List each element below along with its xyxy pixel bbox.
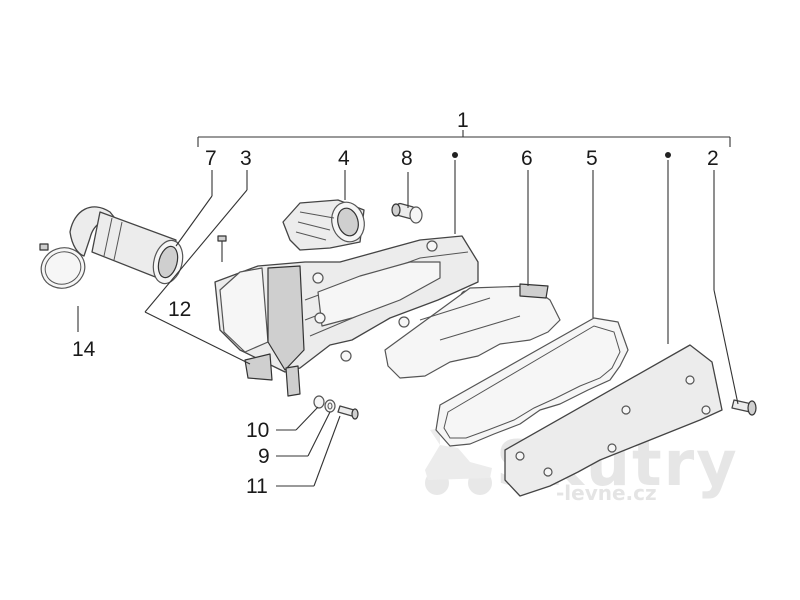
callout-2: 2 xyxy=(707,147,719,170)
callout-dot-right xyxy=(665,152,671,158)
part-7-intake-hose xyxy=(69,206,184,285)
callout-7: 7 xyxy=(205,147,217,170)
part-5-gasket xyxy=(435,317,629,447)
callout-dot-left xyxy=(452,152,458,158)
part-2-bolt xyxy=(731,399,757,416)
callout-12: 12 xyxy=(168,298,191,321)
part-filter-cover xyxy=(504,344,723,497)
part-11-bolt xyxy=(337,405,359,420)
leader-lines xyxy=(77,160,739,487)
callout-1: 1 xyxy=(457,109,469,132)
callout-4: 4 xyxy=(338,147,350,170)
callout-labels: 1 7 3 4 8 6 5 2 12 14 10 9 11 xyxy=(72,109,719,498)
assembly-bracket xyxy=(197,130,731,147)
part-10-washer xyxy=(313,395,325,409)
watermark-domain: -levne.cz xyxy=(556,481,657,505)
callout-6: 6 xyxy=(521,147,533,170)
callout-11: 11 xyxy=(246,475,268,498)
callout-9: 9 xyxy=(258,445,270,468)
part-14-hose-clamp xyxy=(39,243,86,289)
part-4-intake-connector xyxy=(282,199,365,251)
callout-14: 14 xyxy=(72,338,96,361)
callout-3: 3 xyxy=(240,147,252,170)
part-3-filter-housing xyxy=(214,235,479,397)
part-8-breather-fitting xyxy=(391,202,423,224)
callout-8: 8 xyxy=(401,147,413,170)
callout-10: 10 xyxy=(246,419,269,442)
callout-5: 5 xyxy=(586,147,598,170)
part-6-filter-element xyxy=(384,283,561,379)
part-12-screw xyxy=(217,235,227,262)
part-9-washer xyxy=(324,399,336,413)
